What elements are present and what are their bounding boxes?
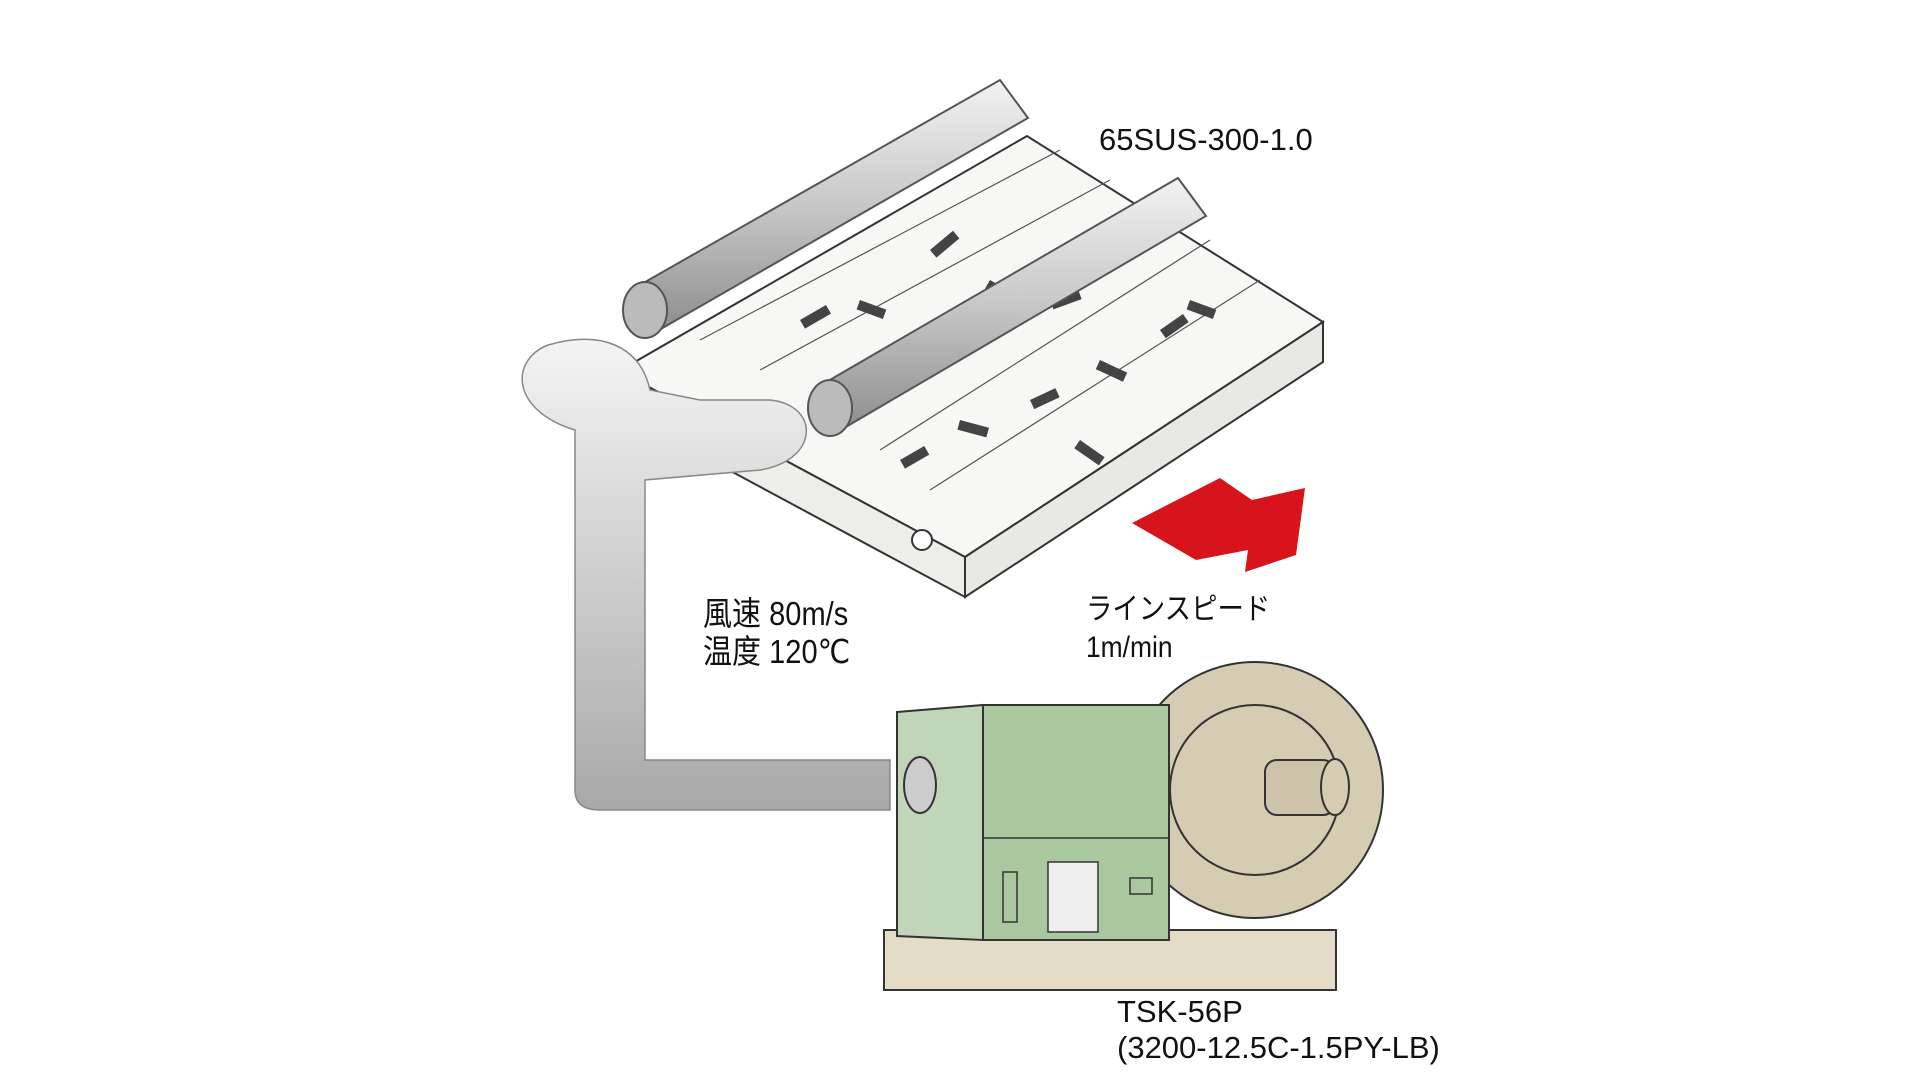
air-velocity-label: 風速 80m/s [703,595,849,632]
heater-spec-label: (3200-12.5C-1.5PY-LB) [1117,1030,1440,1065]
nozzle-tube-1 [622,78,1030,339]
hot-air-generator [883,661,1384,991]
temperature-label: 温度 120℃ [703,633,851,670]
line-speed-title: ラインスピード [1086,593,1271,626]
nozzle-tube-2 [807,176,1208,437]
nozzle-model-label: 65SUS-300-1.0 [1099,122,1313,157]
line-direction-arrow [1132,478,1305,572]
hot-air-hose [521,338,891,811]
line-speed-value: 1m/min [1086,631,1173,664]
control-panel [1047,861,1099,933]
heater-model-label: TSK-56P [1117,994,1243,1029]
